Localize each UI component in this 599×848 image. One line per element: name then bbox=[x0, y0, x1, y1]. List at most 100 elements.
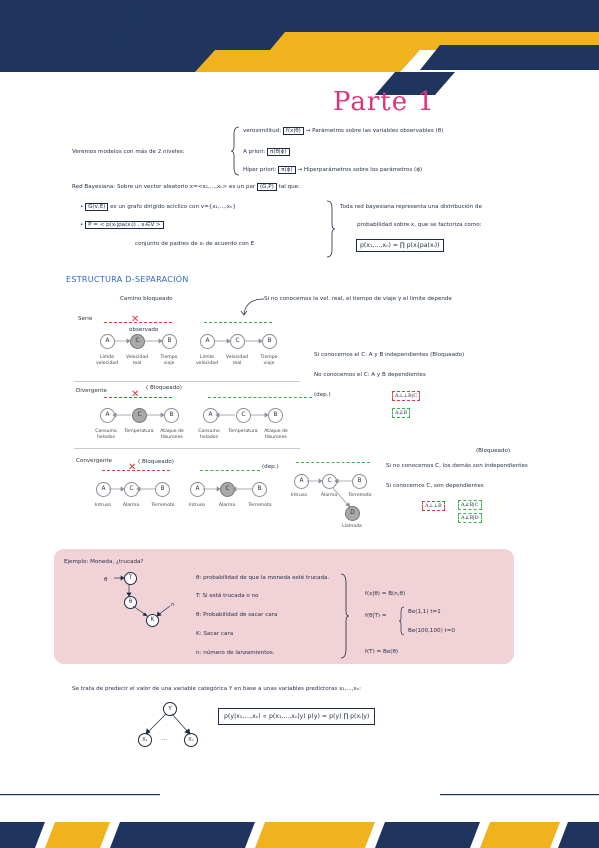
naive-dots: ... bbox=[162, 736, 168, 742]
convergente-text-1: Si no conocemos C, los demás son indepen… bbox=[386, 463, 528, 469]
serie-node-c: C bbox=[130, 334, 145, 349]
blocked-x-icon: ✕ bbox=[131, 389, 140, 400]
conv2-node-a: A bbox=[190, 482, 205, 497]
conv3-caption-a: Intruso bbox=[290, 493, 308, 498]
example-node-t: T bbox=[124, 572, 137, 585]
red-tal: tal que: bbox=[278, 184, 301, 190]
divergente-blocked-path bbox=[104, 397, 172, 398]
convergente-bloqueado: ( Bloqueado) bbox=[138, 459, 174, 465]
example-theta: θ bbox=[104, 577, 108, 583]
dsep-note: Si no conocemos la vel. real, el tiempo … bbox=[264, 296, 452, 302]
arrow-icon: → bbox=[305, 128, 313, 134]
serie-label: Serie bbox=[78, 316, 93, 322]
div-node-c: C bbox=[132, 408, 147, 423]
serie-edges bbox=[114, 338, 263, 344]
a-priori-label: A priori: bbox=[243, 149, 266, 155]
hiper-label: Híper priori: bbox=[243, 167, 277, 173]
divergente-dep: (dep.) bbox=[314, 392, 331, 398]
naive-node-xn: Xₙ bbox=[184, 733, 198, 747]
conv-caption-c: Alarma bbox=[122, 503, 140, 508]
div-caption-c: Temperatura bbox=[124, 429, 154, 434]
naive-node-y: Y bbox=[163, 702, 177, 716]
serie-blocked-path bbox=[104, 322, 172, 323]
intro-hiper: Híper priori: π(ϕ) → Hiperparámetros sob… bbox=[243, 166, 423, 174]
convergente-label: Convergente bbox=[76, 458, 112, 464]
serie2-node-b: B bbox=[262, 334, 277, 349]
example-dist-2-lhs: f(θ|T) = bbox=[365, 613, 387, 619]
hiper-formula: π(ϕ) bbox=[278, 166, 296, 174]
bullet-icon: • bbox=[80, 222, 84, 228]
dsep-camino: Camino bloqueado bbox=[120, 296, 173, 302]
example-item-1: θ: probabilidad de que la moneda esté tr… bbox=[196, 575, 330, 581]
example-dist-2b: Be(100,100) t=0 bbox=[408, 628, 455, 634]
serie-text-1: Si conocemos el C: A y B independientes … bbox=[314, 352, 465, 358]
serie-caption-b: Tiempo viaje bbox=[160, 355, 178, 366]
example-dist-3: f(T) = Be(θ) bbox=[365, 649, 399, 655]
serie2-node-a: A bbox=[200, 334, 215, 349]
convergente-text-2: Si conocemos C, son dependientes bbox=[386, 483, 484, 489]
serie-text-2: No conocemos el C: A y B dependientes bbox=[314, 372, 426, 378]
example-item-2: T: Si está trucada o no bbox=[196, 593, 259, 599]
bullet-icon: • bbox=[80, 204, 84, 210]
hiper-desc: Hiperparámetros sobre los parámetros (ϕ) bbox=[303, 167, 423, 173]
note-arrow bbox=[240, 298, 265, 316]
a-priori-formula: π(θ|ϕ) bbox=[266, 148, 290, 156]
serie-observado: observado bbox=[129, 327, 159, 333]
divider bbox=[74, 381, 300, 382]
div2-node-b: B bbox=[268, 408, 283, 423]
serie-node-b: B bbox=[162, 334, 177, 349]
red-b2-note: conjunto de padres de xᵢ de acuerdo con … bbox=[135, 241, 255, 247]
red-bullet-1: • G(v,E) es un grafo dirigido acíclico c… bbox=[80, 203, 236, 211]
divergente-edges bbox=[112, 412, 269, 418]
div-node-b: B bbox=[164, 408, 179, 423]
example-item-4: K: Sacar cara bbox=[196, 631, 234, 637]
conv3-caption-b: Terremoto bbox=[348, 493, 372, 498]
divergente-label: Divergente bbox=[76, 388, 107, 394]
red-right-1: Toda red bayesiana representa una distri… bbox=[340, 204, 482, 210]
page-title: Parte 1 bbox=[333, 87, 435, 117]
div2-node-c: C bbox=[236, 408, 251, 423]
example-node-theta: θ bbox=[124, 596, 137, 609]
example-item-5: n: número de lanzamientos. bbox=[196, 650, 275, 656]
red-b2-box: P = < p(xᵢ|pa(xᵢ)) , xᵢ∈V > bbox=[85, 221, 164, 229]
convergente-open-path bbox=[200, 470, 260, 471]
example-dist-2a: Be(1,1) t=1 bbox=[408, 609, 441, 615]
red-b1-box: G(v,E) bbox=[85, 203, 109, 211]
dsep-heading: ESTRUCTURA D-SEPARACIÓN bbox=[66, 275, 189, 284]
conv2-caption-a: Intruso bbox=[188, 503, 206, 508]
conv2-caption-b: Terremoto bbox=[248, 503, 272, 508]
conv3-node-a: A bbox=[294, 474, 309, 489]
serie-node-a: A bbox=[100, 334, 115, 349]
blocked-x-icon: ✕ bbox=[131, 314, 140, 325]
serie2-node-c: C bbox=[230, 334, 245, 349]
conv-caption-a: Intruso bbox=[94, 503, 112, 508]
example-dist-brace bbox=[399, 606, 405, 636]
red-b1-text: es un grafo dirigido acíclico con v={x₁,… bbox=[110, 204, 236, 210]
div2-caption-a: Consumo helados bbox=[198, 429, 220, 440]
divergente-bloqueado: ( Bloqueado) bbox=[146, 385, 182, 391]
serie-open-path bbox=[204, 322, 272, 323]
example-dist-1: f(x|θ) = B(n,θ) bbox=[365, 591, 406, 597]
intro-brace bbox=[230, 126, 240, 176]
conv2-caption-c: Alarma bbox=[218, 503, 236, 508]
serie-box-indep: A⊥⊥B|C bbox=[392, 391, 421, 401]
red-bullet-2: • P = < p(xᵢ|pa(xᵢ)) , xᵢ∈V > bbox=[80, 221, 164, 229]
red-lead: Red Bayesiana: Sobre un vector aleatorio… bbox=[72, 183, 301, 191]
example-node-k: K bbox=[146, 614, 159, 627]
convergente-blocked-path bbox=[102, 470, 170, 471]
red-brace bbox=[326, 200, 336, 258]
serie-box-dep: A⊥̸B bbox=[392, 408, 410, 418]
serie2-caption-c: Velocidad real bbox=[225, 355, 249, 366]
serie-caption-a: Límite velocidad bbox=[95, 355, 119, 366]
naive-text: Se trata de predecir el valor de una var… bbox=[72, 686, 361, 692]
conv-box-indep: A⊥⊥B bbox=[422, 501, 445, 511]
div2-caption-c: Temperatura bbox=[228, 429, 258, 434]
conv-caption-b: Terremoto bbox=[151, 503, 175, 508]
intro-lead: Veremos modelos con más de 2 niveles: bbox=[72, 149, 185, 155]
verosimilitud-label: verosimilitud: bbox=[243, 128, 282, 134]
convergente-edges bbox=[109, 478, 352, 508]
naive-node-x1: X₁ bbox=[138, 733, 152, 747]
conv-box-dep-c: A⊥̸B|C bbox=[458, 500, 482, 510]
conv2-node-b: B bbox=[252, 482, 267, 497]
header-decoration bbox=[0, 0, 599, 95]
